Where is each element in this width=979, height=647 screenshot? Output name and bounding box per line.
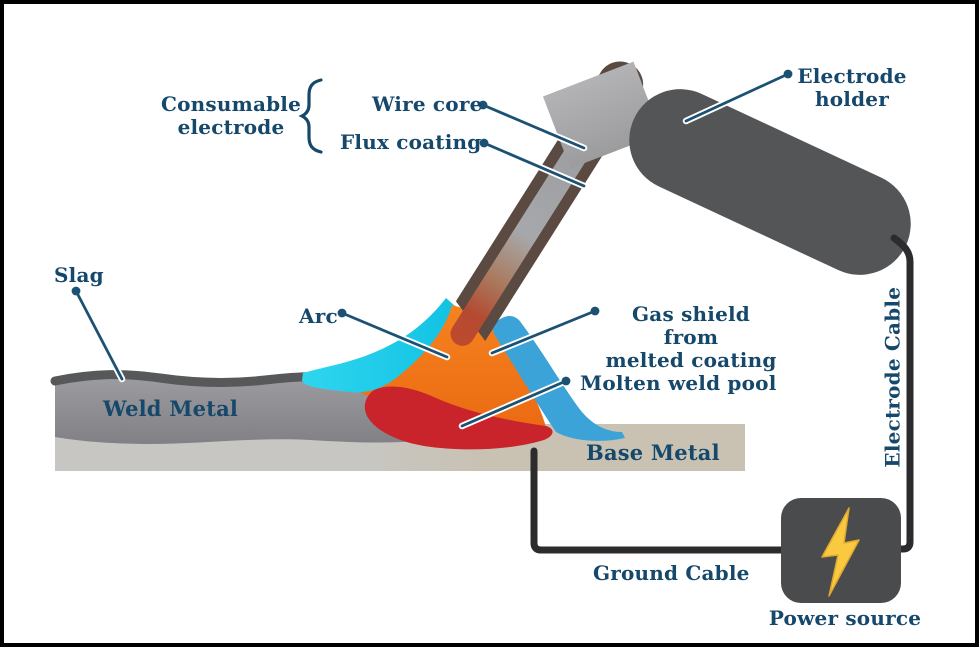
leader-dot-wire-core bbox=[478, 100, 488, 110]
leader-line-molten-pool bbox=[460, 379, 568, 428]
leader-dot-arc bbox=[337, 308, 347, 318]
gas-shield-right-shape bbox=[492, 316, 625, 441]
leader-dot-gas-shield bbox=[590, 306, 600, 316]
electrode-holder-label: Electrode holder bbox=[784, 64, 920, 112]
wire-core-label: Wire core bbox=[372, 92, 483, 116]
gas-shield-line2: melted coating bbox=[605, 348, 777, 373]
leader-dot-flux-coating bbox=[479, 138, 489, 148]
welding-diagram-svg bbox=[50, 61, 914, 603]
ground-cable-line bbox=[530, 447, 788, 554]
leader-line-flux-coating bbox=[482, 141, 586, 188]
gas-shield-line1: Gas shield from bbox=[632, 302, 750, 350]
base-metal-label: Base Metal bbox=[586, 440, 720, 465]
molten-weld-pool-label: Molten weld pool bbox=[580, 371, 777, 395]
leader-line-arc bbox=[340, 311, 449, 359]
leader-dot-slag bbox=[71, 286, 81, 296]
power-source-label: Power source bbox=[768, 606, 922, 630]
molten-weld-pool-shape bbox=[364, 386, 553, 450]
leader-dot-molten-pool bbox=[561, 376, 571, 386]
arc-label: Arc bbox=[299, 304, 338, 328]
electrode-holder-line1: Electrode bbox=[797, 64, 907, 88]
slag-label: Slag bbox=[54, 263, 104, 287]
leader-line-electrode-holder bbox=[684, 72, 790, 123]
leader-dot-electrode-holder bbox=[783, 69, 793, 79]
leader-dots bbox=[71, 69, 793, 386]
leader-line-slag bbox=[74, 289, 124, 381]
consumable-electrode-label: Consumable electrode bbox=[156, 92, 306, 140]
lightning-bolt-icon bbox=[821, 507, 860, 597]
ground-cable-label: Ground Cable bbox=[593, 561, 750, 585]
leader-lines bbox=[74, 72, 790, 428]
leader-line-gas-shield bbox=[490, 309, 597, 355]
electrode-holder-shape bbox=[629, 89, 911, 275]
consumable-electrode-line2: electrode bbox=[177, 115, 285, 140]
electrode-holder-line2: holder bbox=[815, 87, 889, 112]
consumable-electrode-line1: Consumable bbox=[160, 92, 302, 116]
consumable-brace bbox=[298, 78, 323, 154]
gas-shield-label: Gas shield from melted coating bbox=[602, 302, 780, 373]
weld-metal-label: Weld Metal bbox=[103, 396, 239, 421]
flux-coating-label: Flux coating bbox=[340, 130, 482, 154]
electrode-cable-label: Electrode Cable bbox=[880, 286, 905, 468]
leader-line-wire-core bbox=[481, 103, 586, 150]
electrode-cable-line bbox=[890, 234, 914, 553]
